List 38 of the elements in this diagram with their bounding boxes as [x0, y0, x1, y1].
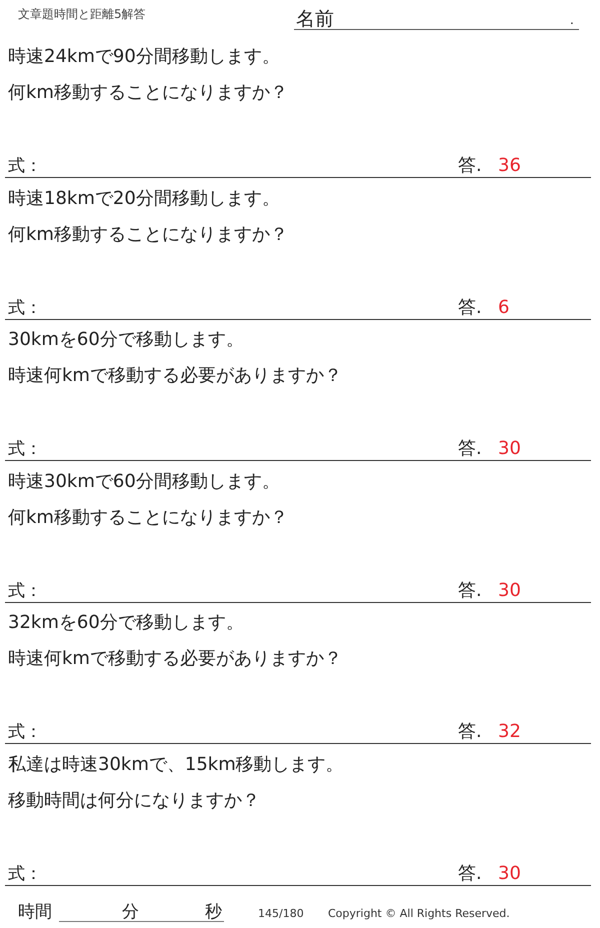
question-text: 時速何kmで移動する必要がありますか？	[8, 650, 342, 668]
worksheet-title: 文章題時間と距離5解答	[18, 8, 146, 20]
answer-label: 答.	[458, 864, 482, 882]
question-text: 何km移動することになりますか？	[8, 84, 288, 102]
question-text: 何km移動することになりますか？	[8, 508, 288, 526]
answer-value: 30	[498, 864, 521, 882]
question-text: 私達は時速30kmで、15km移動します。	[8, 756, 344, 774]
question-text: 32kmを60分で移動します。	[8, 614, 244, 632]
answer-label: 答.	[458, 582, 482, 600]
question-text: 何km移動することになりますか？	[8, 226, 288, 244]
question-text: 時速30kmで60分間移動します。	[8, 472, 280, 490]
answer-value: 30	[498, 440, 521, 458]
answer-label: 答.	[458, 723, 482, 741]
formula-label: 式：	[8, 441, 42, 458]
answer-value: 36	[498, 157, 521, 175]
time-label: 時間	[18, 904, 52, 921]
minutes-label: 分	[122, 904, 139, 921]
answer-label: 答.	[458, 157, 482, 175]
question-text: 移動時間は何分になりますか？	[8, 792, 260, 810]
seconds-label: 秒	[205, 904, 222, 921]
question-text: 30kmを60分で移動します。	[8, 331, 244, 349]
formula-label: 式：	[8, 724, 42, 741]
formula-label: 式：	[8, 866, 42, 882]
question-text: 時速何kmで移動する必要がありますか？	[8, 367, 342, 385]
answer-label: 答.	[458, 440, 482, 458]
name-line-end: .	[570, 14, 574, 26]
page-number: 145/180	[258, 908, 304, 919]
question-text: 時速24kmで90分間移動します。	[8, 48, 280, 66]
question-text: 時速18kmで20分間移動します。	[8, 190, 280, 208]
formula-label: 式：	[8, 300, 42, 316]
answer-value: 6	[498, 298, 510, 316]
answer-value: 30	[498, 582, 521, 600]
answer-label: 答.	[458, 298, 482, 316]
formula-label: 式：	[8, 158, 42, 175]
copyright-notice: Copyright © All Rights Reserved.	[328, 908, 510, 919]
formula-label: 式：	[8, 582, 42, 600]
answer-value: 32	[498, 723, 521, 741]
name-label: 名前	[296, 10, 334, 29]
